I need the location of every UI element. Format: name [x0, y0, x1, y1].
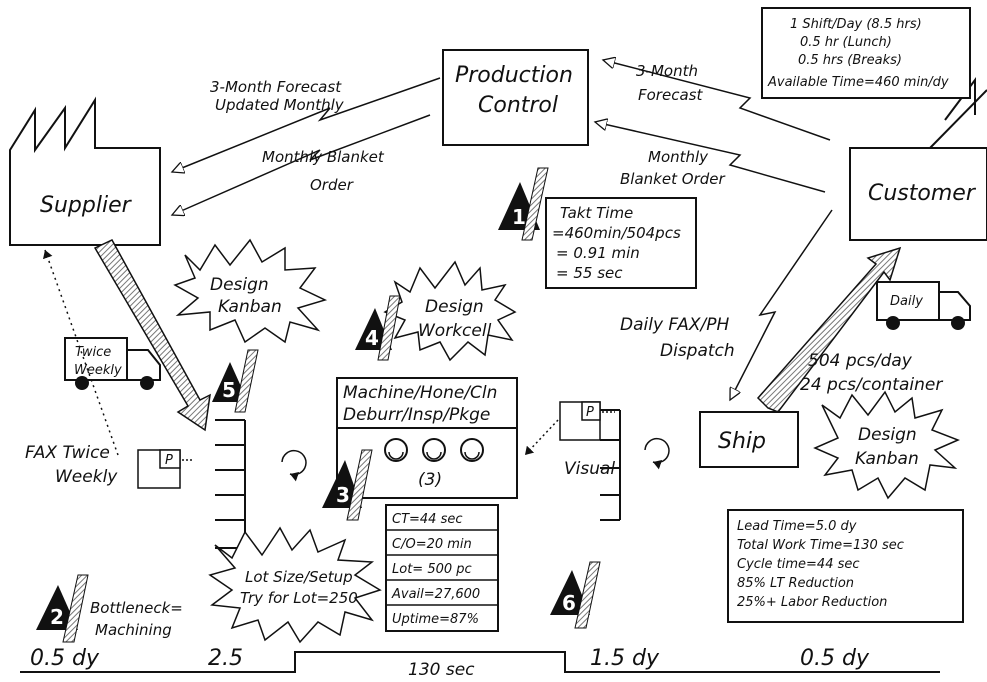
operator-icons — [385, 439, 483, 461]
shift-text: 1 Shift/Day (8.5 hrs) — [790, 17, 922, 32]
kanban-right-line1: Design — [858, 425, 917, 445]
bottleneck-line2: Machining — [95, 621, 172, 639]
customer-qty-line2: 24 pcs/container — [800, 375, 943, 395]
forecast-right-line2: Forecast — [638, 86, 703, 104]
kanban-right-line2: Kanban — [855, 449, 919, 469]
timeline-t5: 0.5 dy — [800, 646, 870, 671]
kanban-left-line1: Design — [210, 275, 269, 295]
lot-size-line2: Try for Lot=250 — [240, 589, 358, 607]
data-lot: Lot= 500 pc — [392, 562, 472, 577]
truck-customer-label: Daily — [890, 294, 923, 309]
summary-lt-reduction: 85% LT Reduction — [737, 576, 854, 591]
data-avail: Avail=27,600 — [391, 587, 480, 602]
workcell-line1: Design — [425, 297, 484, 317]
timeline-t4: 1.5 dy — [590, 646, 660, 671]
withdrawal-arrow-right — [645, 439, 669, 463]
marker-5: 5 — [212, 350, 258, 412]
forecast-right-line1: 3-Month — [636, 62, 698, 80]
kaizen-burst-kanban-right — [815, 392, 958, 498]
supermarket-left — [215, 420, 245, 550]
daily-fax-line1: Daily FAX/PH — [620, 315, 729, 335]
production-control-line2: Control — [478, 93, 558, 118]
data-uptime: Uptime=87% — [392, 612, 479, 627]
workcell-line2: Workcell — [418, 321, 492, 341]
takt-line1: Takt Time — [560, 204, 633, 222]
order-left-line2: Order — [310, 176, 354, 194]
supplier-factory — [10, 100, 160, 245]
svg-text:2: 2 — [50, 605, 64, 629]
forecast-left-line1: 3-Month Forecast — [210, 78, 342, 96]
customer-factory — [850, 80, 987, 240]
marker-4: 4 — [355, 296, 400, 360]
summary-cycle-time: Cycle time=44 sec — [737, 557, 860, 572]
timeline-t1: 0.5 dy — [30, 646, 100, 671]
visual-signal-arrow — [525, 420, 558, 455]
ship-label: Ship — [718, 429, 766, 454]
order-right-line2: Blanket Order — [620, 170, 725, 188]
lunch-text: 0.5 hr (Lunch) — [800, 35, 892, 50]
order-right-line1: Monthly — [648, 148, 709, 166]
available-time-text: Available Time=460 min/dy — [767, 75, 949, 90]
summary-lead-time: Lead Time=5.0 dy — [737, 519, 857, 534]
timeline-t2: 2.5 — [208, 646, 243, 671]
bottleneck-line1: Bottleneck= — [90, 599, 183, 617]
visual-label: Visual — [564, 459, 615, 479]
production-control-line1: Production — [455, 63, 573, 88]
marker-1: 1 — [498, 168, 548, 240]
takt-line3: = 0.91 min — [556, 244, 640, 262]
forecast-left-line2: Updated Monthly — [215, 96, 345, 114]
timeline-t3: 130 sec — [408, 660, 475, 680]
summary-labor-reduction: 25%+ Labor Reduction — [737, 595, 887, 610]
summary-work-time: Total Work Time=130 sec — [737, 538, 904, 553]
svg-text:5: 5 — [222, 378, 236, 402]
customer-label: Customer — [868, 181, 977, 206]
kanban-post-left-letter: P — [165, 453, 173, 468]
data-ct: CT=44 sec — [392, 512, 463, 527]
breaks-text: 0.5 hrs (Breaks) — [798, 53, 902, 68]
marker-6: 6 — [550, 562, 600, 628]
lot-size-line1: Lot Size/Setup — [245, 568, 353, 586]
svg-text:1: 1 — [512, 205, 526, 229]
supplier-label: Supplier — [40, 193, 133, 218]
svg-text:3: 3 — [336, 483, 350, 507]
withdrawal-arrow-left — [282, 451, 306, 475]
kanban-left-line2: Kanban — [218, 297, 282, 317]
kanban-post-right-letter: P — [586, 405, 594, 420]
data-co: C/O=20 min — [392, 537, 472, 552]
truck-supplier-line1: Twice — [75, 345, 111, 360]
marker-2: 2 — [36, 575, 88, 642]
daily-fax-line2: Dispatch — [660, 341, 735, 361]
takt-line2: =460min/504pcs — [552, 224, 681, 242]
process-line2: Deburr/Insp/Pkge — [343, 405, 490, 425]
truck-supplier-line2: Weekly — [74, 363, 122, 378]
svg-text:4: 4 — [365, 326, 379, 350]
process-line1: Machine/Hone/Cln — [343, 383, 497, 403]
takt-line4: = 55 sec — [556, 264, 623, 282]
svg-text:6: 6 — [562, 591, 576, 615]
customer-qty-line1: 504 pcs/day — [808, 351, 913, 371]
operator-count: (3) — [418, 470, 442, 490]
fax-twice-line2: Weekly — [55, 467, 118, 487]
order-left-line1: Monthly Blanket — [262, 148, 385, 166]
fax-twice-line1: FAX Twice — [25, 443, 110, 463]
